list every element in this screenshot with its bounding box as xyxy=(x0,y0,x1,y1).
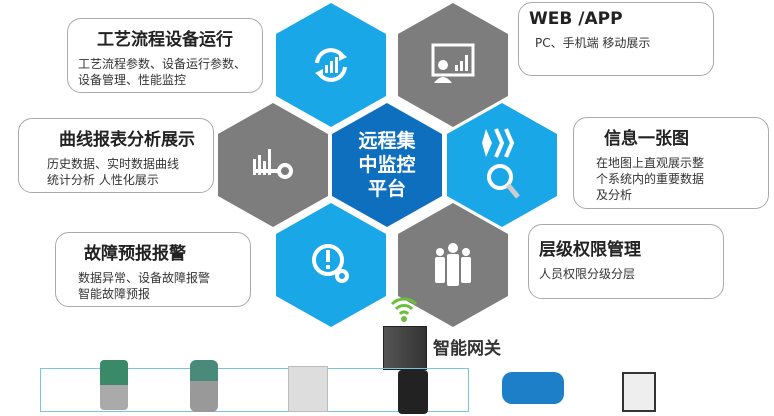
flow-meter xyxy=(190,360,218,412)
gateway-device xyxy=(383,326,427,370)
presentation-icon xyxy=(431,43,475,83)
water-pump xyxy=(502,372,564,404)
feature-desc: 在地图上直观展示整 xyxy=(596,156,705,170)
center-title-line1: 远程集 xyxy=(358,130,416,152)
feature-chart-reports: 曲线报表分析展示 历史数据、实时数据曲线 统计分析 人性化展示 xyxy=(18,118,214,193)
feature-desc: PC、手机端 移动展示 xyxy=(535,36,651,50)
computer-icon xyxy=(622,372,656,412)
wifi-icon xyxy=(390,297,418,322)
gateway-label: 智能网关 xyxy=(433,339,501,359)
feature-info-map: 信息一张图 在地图上直观展示整 个系统内的重要数据 及分析 xyxy=(573,117,769,209)
feature-title: WEB /APP xyxy=(529,9,623,29)
control-cabinet xyxy=(288,366,328,412)
field-devices-strip xyxy=(40,368,469,412)
feature-fault-alarm: 故障预报报警 数据异常、设备故障报警 智能故障预报 xyxy=(55,232,251,307)
feature-title: 工艺流程设备运行 xyxy=(97,30,233,50)
feature-desc: 历史数据、实时数据曲线 xyxy=(47,157,180,171)
pressure-transmitter xyxy=(100,360,128,410)
handheld-meter xyxy=(398,370,428,414)
feature-desc: 人员权限分级分层 xyxy=(539,267,636,281)
feature-desc: 统计分析 人性化展示 xyxy=(47,173,159,187)
hex-web-app xyxy=(398,3,508,127)
feature-title: 层级权限管理 xyxy=(539,240,641,260)
feature-title: 曲线报表分析展示 xyxy=(59,130,195,150)
feature-desc: 数据异常、设备故障报警 xyxy=(78,271,211,285)
magnifier-icon xyxy=(482,128,520,199)
feature-desc: 工艺流程参数、设备运行参数、 xyxy=(78,57,247,71)
feature-desc: 智能故障预报 xyxy=(78,287,151,301)
hex-info-map xyxy=(447,103,557,227)
hex-center-platform: 远程集 中监控 平台 xyxy=(332,103,442,227)
cycle-chart-icon xyxy=(315,48,347,82)
feature-desc: 及分析 xyxy=(596,188,633,202)
feature-desc: 个系统内的重要数据 xyxy=(596,172,705,186)
feature-desc: 设备管理、性能监控 xyxy=(78,73,187,87)
alert-gear-icon xyxy=(312,244,349,283)
chart-key-icon xyxy=(253,149,293,179)
feature-title: 信息一张图 xyxy=(604,129,689,149)
hex-process-cycle xyxy=(276,3,386,127)
feature-web-app: WEB /APP PC、手机端 移动展示 xyxy=(518,2,714,76)
feature-title: 故障预报报警 xyxy=(84,244,186,264)
center-title-line3: 平台 xyxy=(367,178,406,200)
feature-permissions: 层级权限管理 人员权限分级分层 xyxy=(528,224,724,299)
feature-process-equipment: 工艺流程设备运行 工艺流程参数、设备运行参数、 设备管理、性能监控 xyxy=(67,18,263,93)
people-group-icon xyxy=(435,243,471,286)
hex-charts-reports xyxy=(218,103,328,227)
hex-fault-alarm xyxy=(276,203,386,327)
center-title-line2: 中监控 xyxy=(358,154,416,176)
